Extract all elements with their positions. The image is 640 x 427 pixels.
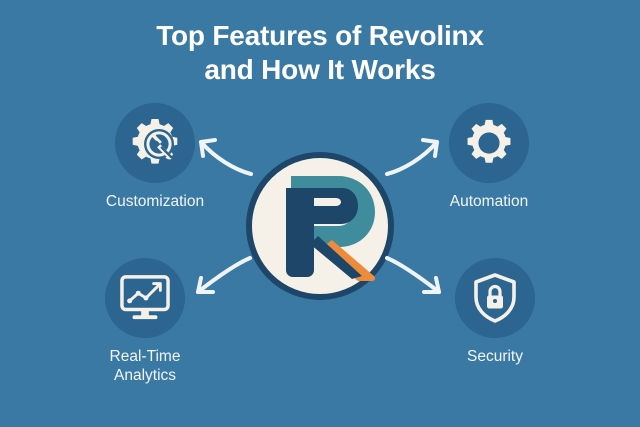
arrow-shaft (385, 140, 439, 176)
feature-label-analytics: Real-Time Analytics (60, 347, 230, 385)
monitor-chart-icon (120, 275, 170, 320)
feature-label-line-1: Security (467, 348, 523, 365)
arrow-head (422, 276, 441, 294)
wrench-shape (144, 129, 174, 160)
arrow-shaft (199, 140, 253, 176)
arrow-shaft (196, 256, 252, 294)
arrow-to-security (385, 256, 441, 294)
feature-icon-circle-security (455, 258, 535, 338)
gear-wrench-icon (132, 119, 178, 164)
feature-label-automation: Automation (404, 192, 574, 211)
feature-label-security: Security (410, 347, 580, 366)
chart-line (128, 283, 161, 303)
title-line-1: Top Features of Revolinx (156, 20, 484, 51)
shield-outline (474, 273, 516, 323)
feature-node-analytics[interactable]: Real-Time Analytics (60, 258, 230, 385)
gear-center-hole (478, 132, 500, 154)
arrow-shaft (385, 256, 441, 294)
arrow-to-automation (385, 138, 439, 176)
gear-icon (467, 119, 511, 163)
lock-shackle (488, 284, 502, 296)
arrow-head (196, 276, 215, 294)
feature-label-line-2: Analytics (113, 367, 177, 384)
chart-arrow-head (152, 282, 162, 292)
revolinx-logo-svg (246, 152, 394, 300)
logo-navy-stem (286, 188, 314, 277)
feature-icon-circle-customization (115, 103, 195, 183)
arrow-head (199, 138, 217, 158)
feature-node-security[interactable]: Security (410, 258, 580, 366)
revolinx-logo (246, 152, 394, 300)
arrow-to-customization (199, 138, 253, 176)
monitor-neck (141, 309, 149, 317)
feature-label-line-1: Automation (449, 193, 529, 210)
shield-lock-icon (474, 273, 516, 323)
chart-point (135, 290, 141, 296)
logo-navy-bowl (286, 188, 358, 224)
chart-point (143, 295, 149, 301)
logo-orange-leg (320, 240, 376, 281)
title-line-2: and How It Works (204, 54, 436, 85)
arrow-to-analytics (196, 256, 252, 294)
feature-label-line-1: Real-Time (109, 348, 181, 365)
logo-letter-r (286, 176, 376, 281)
monitor-base (132, 315, 158, 320)
chart-point (127, 298, 133, 304)
feature-label-line-1: Customization (105, 193, 205, 210)
arrow-head (421, 138, 439, 158)
feature-node-customization[interactable]: Customization (70, 103, 240, 211)
page-title: Top Features of Revolinx and How It Work… (0, 19, 640, 87)
feature-icon-circle-automation (449, 103, 529, 183)
feature-label-customization: Customization (70, 192, 240, 211)
feature-node-automation[interactable]: Automation (404, 103, 574, 211)
lock-keyhole (493, 299, 497, 303)
logo-navy-diagonal (310, 236, 362, 279)
monitor-frame (120, 275, 170, 312)
feature-icon-circle-analytics (105, 258, 185, 338)
